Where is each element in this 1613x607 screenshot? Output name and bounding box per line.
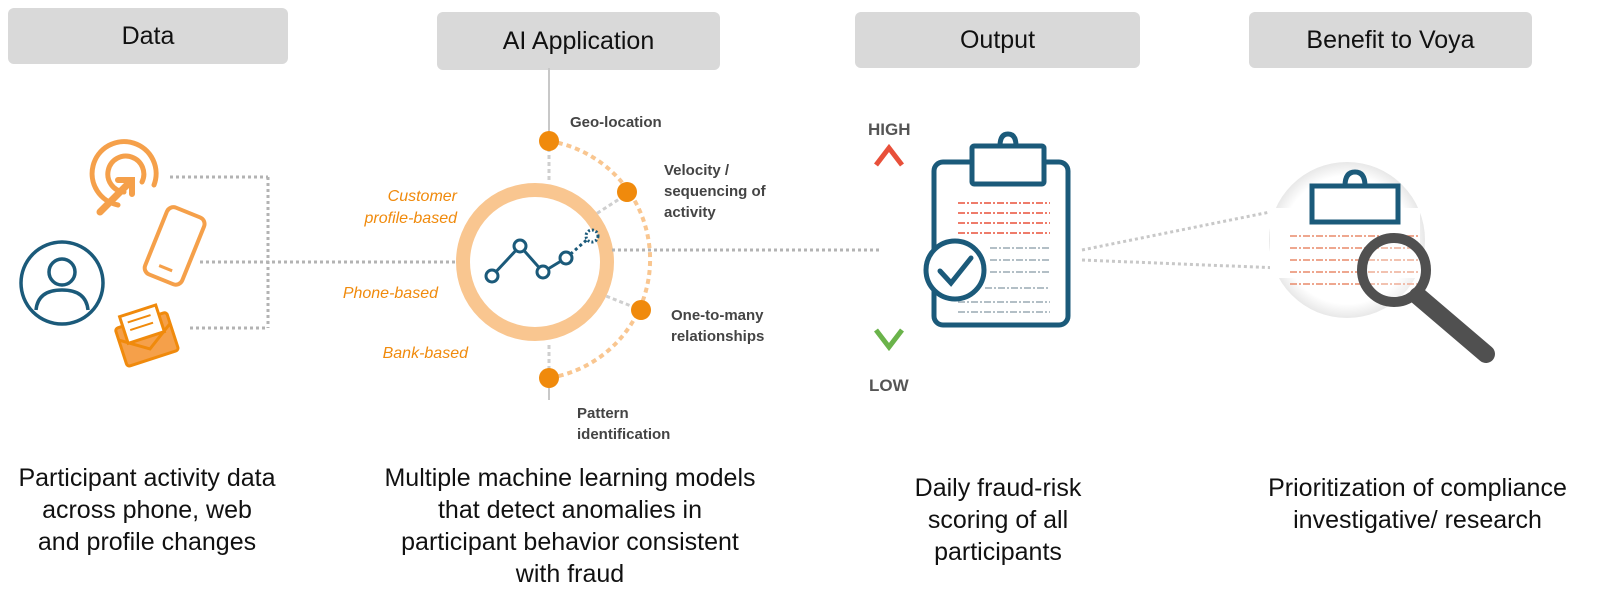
header-data: Data [8, 8, 288, 64]
caption-data: Participant activity data across phone, … [18, 464, 276, 556]
node-one-to-many [631, 300, 651, 320]
mail-icon [114, 303, 180, 368]
touch-icon [89, 139, 159, 216]
magnifier-icon [1269, 162, 1495, 363]
clipboard-check-icon [923, 131, 1071, 328]
label-customer-profile: Customer profile-based [364, 188, 458, 227]
label-velocity: Velocity / sequencing of activity [664, 162, 766, 221]
risk-low-label: LOW [869, 376, 909, 395]
risk-arrow [874, 143, 904, 352]
caption-benefit: Prioritization of compliance investigati… [1268, 474, 1567, 534]
model-arc [548, 139, 653, 380]
label-geo-location: Geo-location [570, 114, 662, 131]
label-one-to-many: One-to-many relationships [671, 307, 765, 345]
label-pattern: Pattern identification [577, 405, 671, 443]
user-icon [19, 240, 105, 326]
data-connectors [170, 175, 460, 330]
label-bank-based: Bank-based [382, 345, 468, 362]
node-velocity [617, 182, 637, 202]
caption-ai-application: Multiple machine learning models that de… [384, 464, 756, 588]
trend-chart-icon [484, 228, 600, 284]
node-pattern [539, 368, 559, 388]
caption-output: Daily fraud-risk scoring of all particip… [914, 474, 1082, 566]
label-phone-based: Phone-based [342, 285, 438, 302]
node-geo-location [539, 131, 559, 151]
risk-high-label: HIGH [868, 120, 911, 139]
header-output: Output [855, 12, 1140, 68]
header-ai-application: AI Application [437, 12, 720, 70]
phone-icon [142, 205, 207, 287]
header-benefit: Benefit to Voya [1249, 12, 1532, 68]
